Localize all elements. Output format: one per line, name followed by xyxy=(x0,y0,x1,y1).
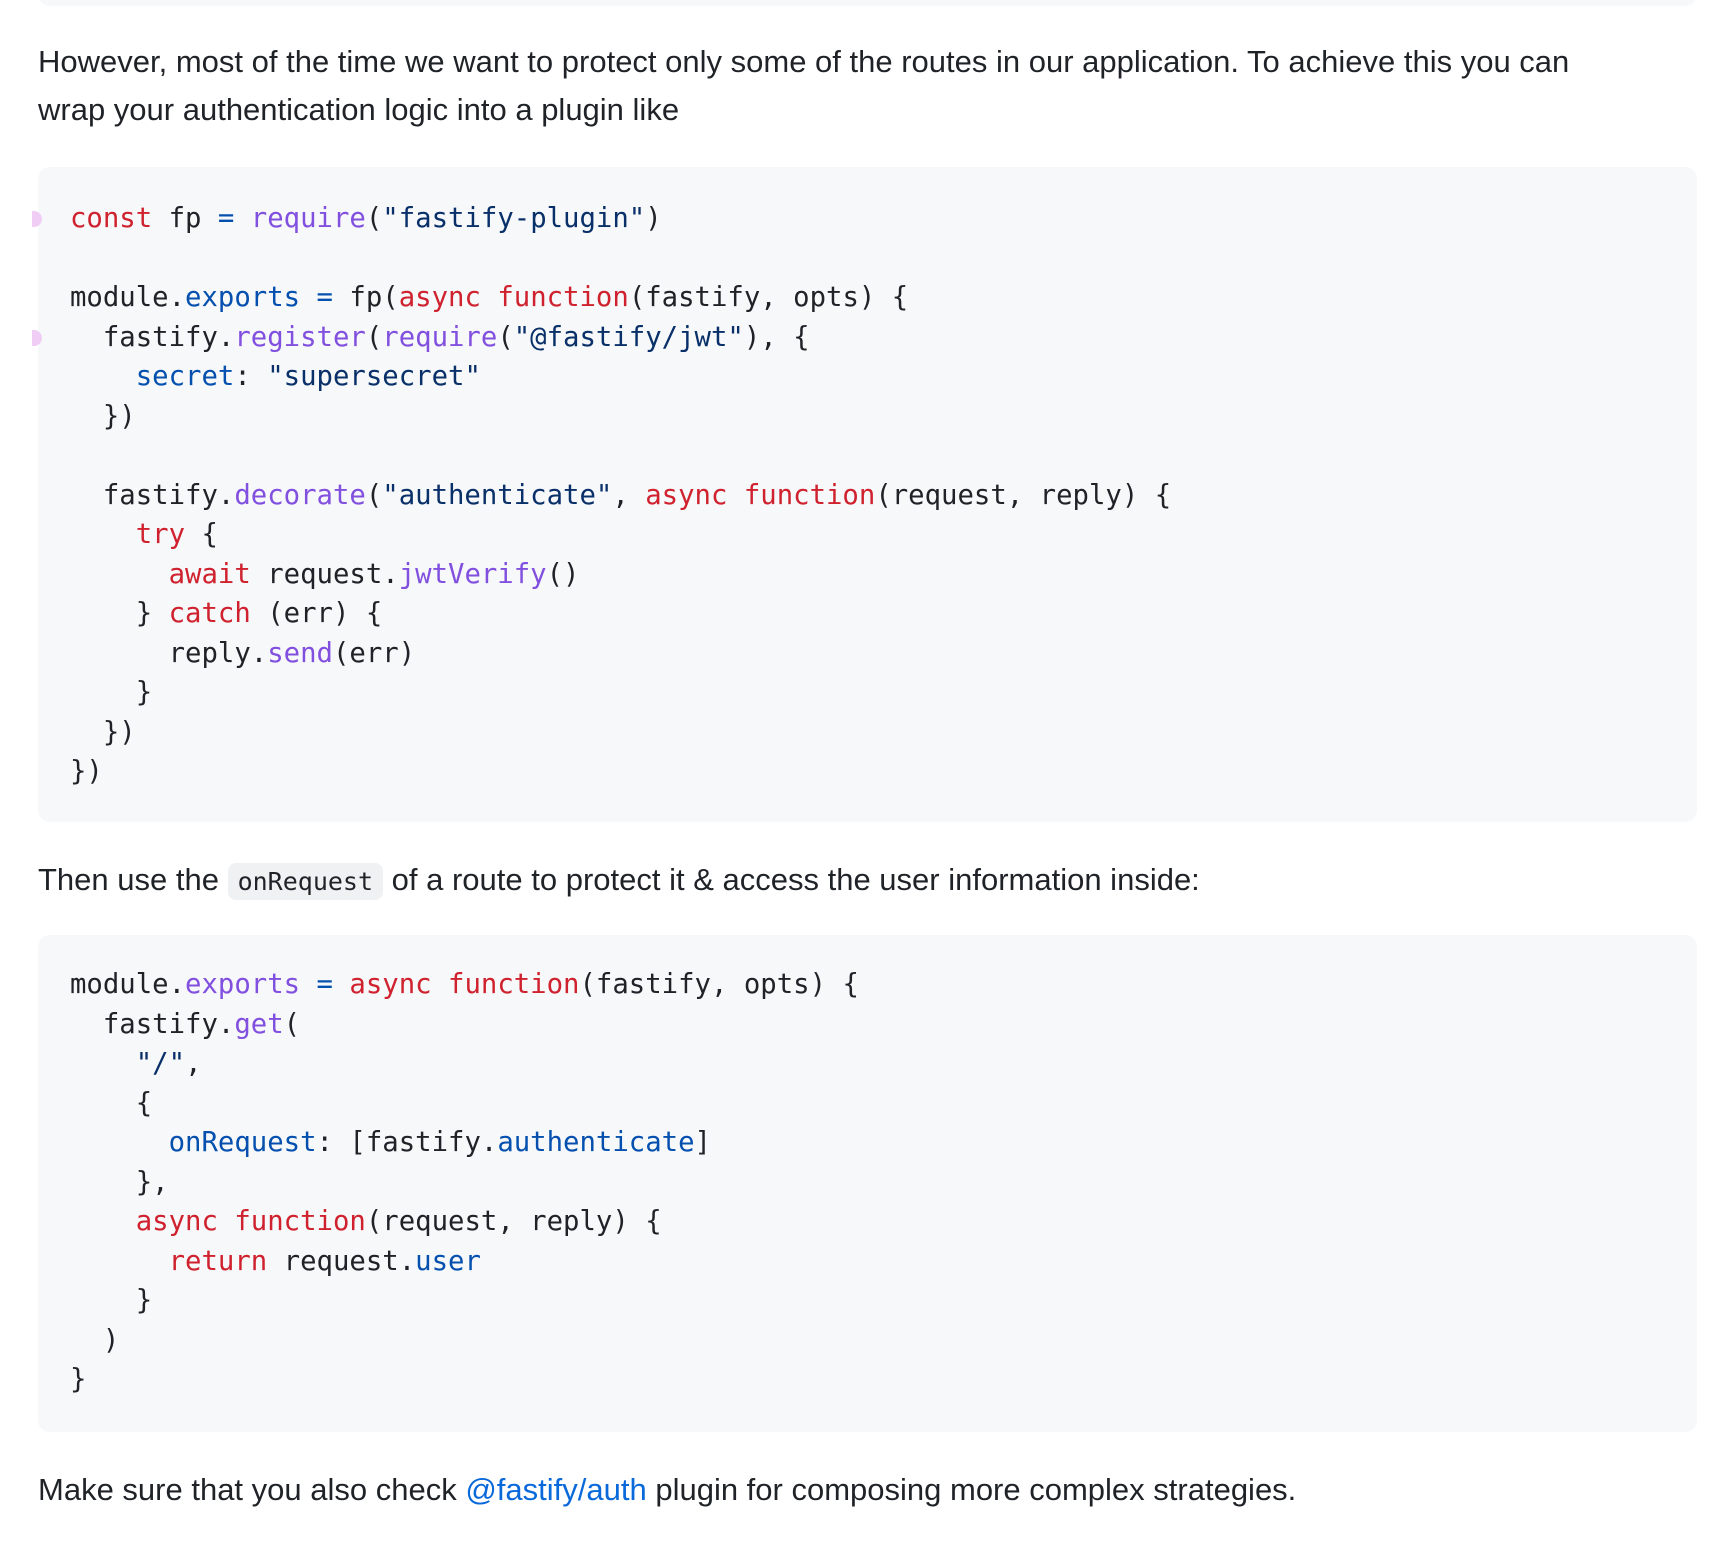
code-line: fastify.register(require("@fastify/jwt")… xyxy=(32,318,1171,358)
intro-paragraph: However, most of the time we want to pro… xyxy=(38,38,1698,134)
code-line: async function(request, reply) { xyxy=(135,1206,662,1237)
code-line: } xyxy=(70,677,153,708)
code-line: fastify.decorate("authenticate", async f… xyxy=(70,479,1172,511)
text-segment: plugin for composing more complex strate… xyxy=(646,1472,1297,1507)
onrequest-paragraph: Then use the onRequest of a route to pro… xyxy=(38,856,1698,906)
code-block-route[interactable]: module.exports = async function(fastify,… xyxy=(38,935,1697,1432)
code-line: }, xyxy=(70,1166,169,1198)
inline-code-onrequest: onRequest xyxy=(227,863,384,900)
code-line xyxy=(70,239,1171,279)
code-line: module.exports = fp(async function(fasti… xyxy=(70,282,909,313)
line-marker-icon xyxy=(32,211,42,227)
intro-line-2: wrap your authentication logic into a pl… xyxy=(38,92,680,127)
code-line: onRequest: [fastify.authenticate] xyxy=(168,1127,711,1158)
code-line: await request.jwtVerify() xyxy=(168,558,580,590)
code-line: const fp = require("fastify-plugin") xyxy=(32,199,1171,239)
text-segment: Then use the xyxy=(38,862,228,897)
text-segment: of a route to protect it & access the us… xyxy=(383,862,1200,897)
code-line: } catch (err) { xyxy=(70,598,383,629)
previous-code-block xyxy=(38,0,1697,6)
code-line: ) xyxy=(70,1324,120,1356)
code-line: return request.user xyxy=(168,1245,481,1277)
final-paragraph: Make sure that you also check @fastify/a… xyxy=(38,1466,1698,1514)
code-line: fastify.get( xyxy=(70,1008,301,1040)
line-marker-icon xyxy=(32,329,42,346)
code-block-plugin[interactable]: const fp = require("fastify-plugin") mod… xyxy=(32,167,1697,822)
code-line: reply.send(err) xyxy=(70,637,416,669)
intro-line-1: However, most of the time we want to pro… xyxy=(38,44,1570,79)
code-line: { xyxy=(70,1087,153,1119)
code-content[interactable]: const fp = require("fastify-plugin") mod… xyxy=(32,199,1172,792)
code-line: try { xyxy=(135,519,218,550)
code-line: } xyxy=(70,1364,87,1395)
code-line: }) xyxy=(70,756,103,787)
code-line: }) xyxy=(70,400,136,432)
code-line xyxy=(70,436,1171,476)
code-line: secret: "supersecret" xyxy=(135,361,481,392)
text-segment: Make sure that you also check xyxy=(38,1472,466,1507)
code-content[interactable]: module.exports = async function(fastify,… xyxy=(70,965,859,1400)
code-line: "/", xyxy=(135,1048,202,1079)
code-line: module.exports = async function(fastify,… xyxy=(70,969,859,1000)
fastify-auth-link[interactable]: @fastify/auth xyxy=(465,1472,647,1507)
code-line: } xyxy=(70,1285,153,1316)
code-line: }) xyxy=(70,716,136,748)
